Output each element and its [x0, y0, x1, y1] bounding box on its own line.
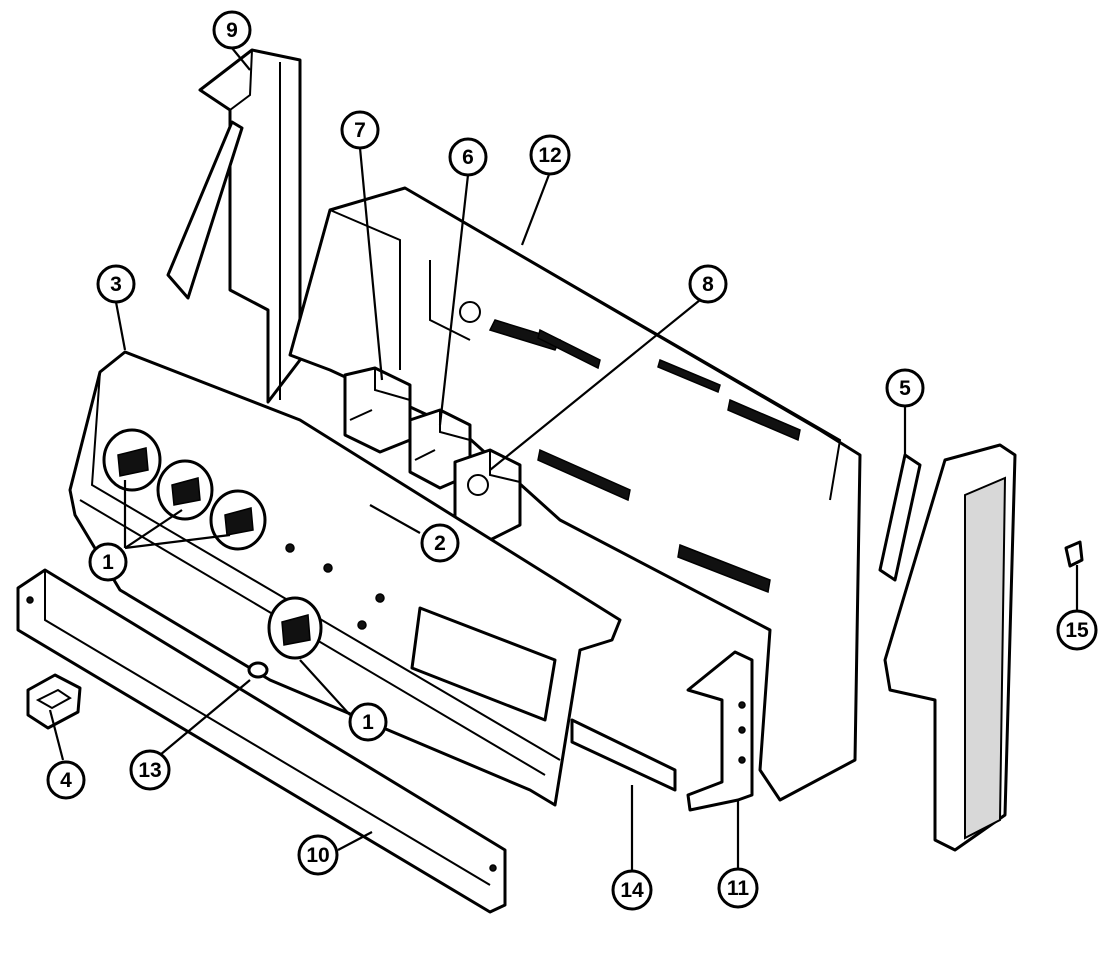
callout-4: 4	[46, 760, 86, 800]
callout-2-label: 2	[434, 532, 446, 555]
part-14-trim-strip	[570, 718, 677, 792]
part-12-rear-frame	[288, 186, 862, 802]
callout-9-label: 9	[226, 19, 238, 42]
part-3-control-panel	[68, 350, 622, 807]
knob-1	[102, 428, 162, 492]
callout-1b-label: 1	[362, 711, 374, 734]
knob-2	[156, 459, 214, 521]
part-5-side-bracket	[878, 453, 922, 582]
callout-7: 7	[340, 110, 380, 150]
part-4-clip	[26, 673, 82, 730]
part-13-indicator	[247, 661, 269, 679]
callout-12-label: 12	[538, 144, 561, 167]
callout-6: 6	[448, 137, 488, 177]
callout-5-label: 5	[899, 377, 911, 400]
callout-6-label: 6	[462, 146, 474, 169]
part-11-bracket	[686, 650, 754, 812]
callout-13-label: 13	[138, 759, 161, 782]
callout-12: 12	[529, 134, 571, 176]
callout-10-label: 10	[306, 844, 329, 867]
callout-15-label: 15	[1065, 619, 1089, 642]
callout-8-label: 8	[702, 273, 714, 296]
callout-1a: 1	[88, 542, 128, 582]
callout-7-label: 7	[354, 119, 366, 142]
callout-3: 3	[96, 264, 136, 304]
callout-1a-label: 1	[102, 551, 114, 574]
callout-11-label: 11	[727, 877, 750, 900]
part-1-knobs	[102, 428, 323, 660]
callout-2: 2	[420, 523, 460, 563]
callout-1b: 1	[348, 702, 388, 742]
part-10-lower-trim	[16, 568, 507, 914]
knob-4	[267, 596, 323, 660]
callout-13: 13	[129, 749, 171, 791]
part-9-side-trim	[166, 48, 302, 404]
callout-9: 9	[212, 10, 252, 50]
callout-10: 10	[297, 834, 339, 876]
part-15-screw	[1064, 540, 1084, 568]
knob-3	[209, 489, 267, 551]
callout-3-label: 3	[110, 273, 122, 296]
callout-5: 5	[885, 368, 925, 408]
callout-14: 14	[611, 869, 653, 911]
callout-11: 11	[717, 867, 759, 909]
part-7-switch	[343, 366, 412, 454]
callout-14-label: 14	[620, 879, 644, 902]
callout-4-label: 4	[60, 769, 72, 792]
callout-15: 15	[1056, 609, 1098, 651]
leader-lines	[48, 47, 1079, 872]
callout-8: 8	[688, 264, 728, 304]
end-cap	[883, 443, 1017, 852]
